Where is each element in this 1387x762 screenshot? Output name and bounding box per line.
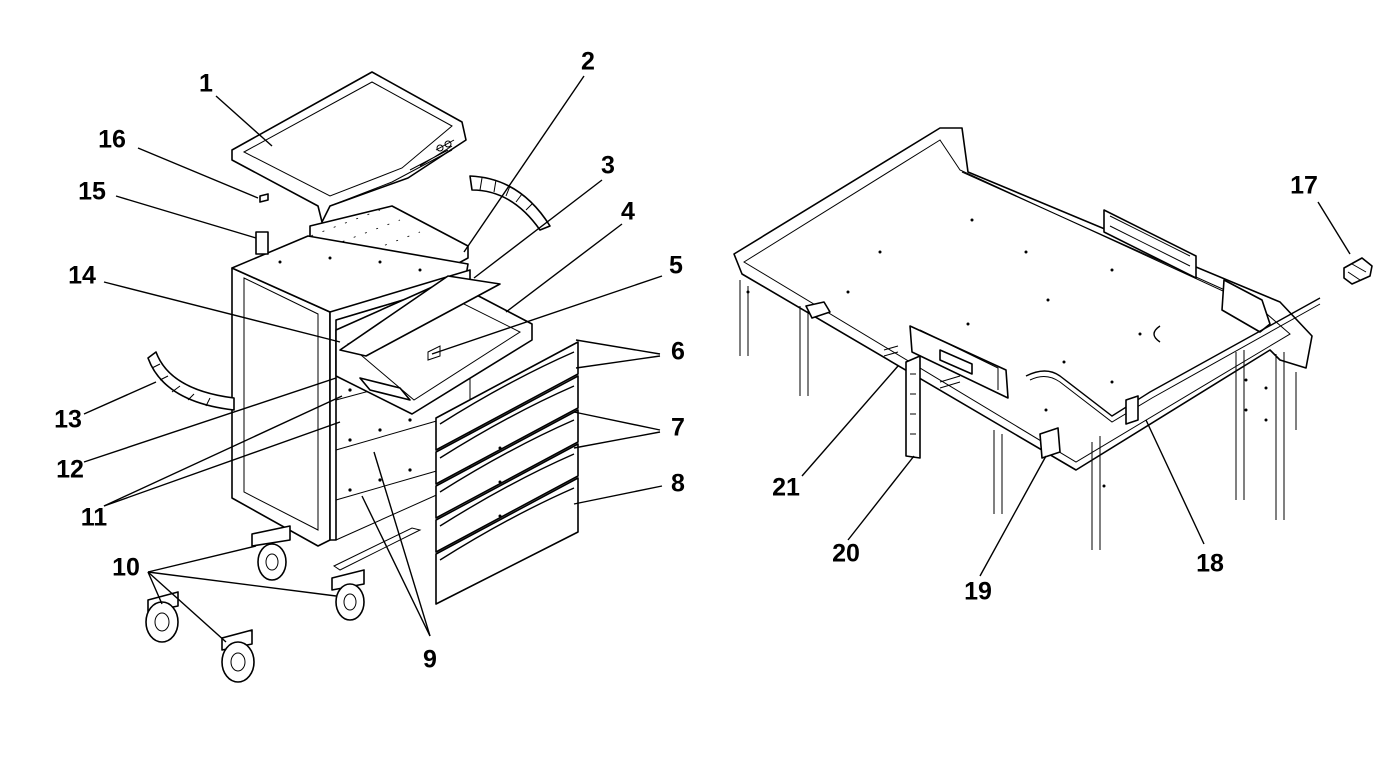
callout-15: 15	[78, 177, 106, 206]
caster	[331, 569, 365, 621]
cart-lid-part-1	[231, 71, 467, 223]
clip-part-19	[1039, 427, 1061, 459]
callout-14: 14	[68, 261, 96, 290]
callout-7: 7	[671, 413, 685, 442]
side-handle-right	[469, 175, 551, 231]
caster	[221, 629, 255, 683]
tray-assembly	[733, 127, 1373, 550]
caster	[145, 591, 179, 643]
callout-19: 19	[964, 577, 992, 606]
callout-2: 2	[581, 47, 595, 76]
callout-18: 18	[1196, 549, 1224, 578]
tool-cart	[145, 71, 579, 683]
casters	[145, 525, 422, 683]
callout-11: 11	[80, 503, 108, 532]
callout-6: 6	[671, 337, 685, 366]
cabinet-body	[231, 235, 471, 547]
callout-8: 8	[671, 469, 685, 498]
callout-1: 1	[199, 69, 213, 98]
latch-part-15	[255, 231, 269, 255]
callout-5: 5	[669, 251, 683, 280]
top-drawer-tray	[335, 275, 533, 415]
callout-4: 4	[621, 197, 635, 226]
callout-9: 9	[423, 645, 437, 674]
callout-10: 10	[112, 553, 140, 582]
callout-17: 17	[1290, 171, 1318, 200]
callout-16: 16	[98, 125, 126, 154]
cable-part-18	[1025, 297, 1321, 417]
knob-part-17	[1343, 257, 1373, 285]
callout-21: 21	[772, 473, 800, 502]
drawer-fronts	[435, 341, 579, 605]
side-handle-left	[147, 351, 235, 411]
caster	[251, 525, 291, 581]
bracket-part-20	[905, 355, 921, 459]
callout-20: 20	[832, 539, 860, 568]
callout-3: 3	[601, 151, 615, 180]
leader-lines	[83, 75, 1351, 643]
brand-logo-plate	[1103, 209, 1197, 279]
clip-part-16	[259, 193, 269, 203]
callout-12: 12	[56, 455, 84, 484]
callout-13: 13	[54, 405, 82, 434]
